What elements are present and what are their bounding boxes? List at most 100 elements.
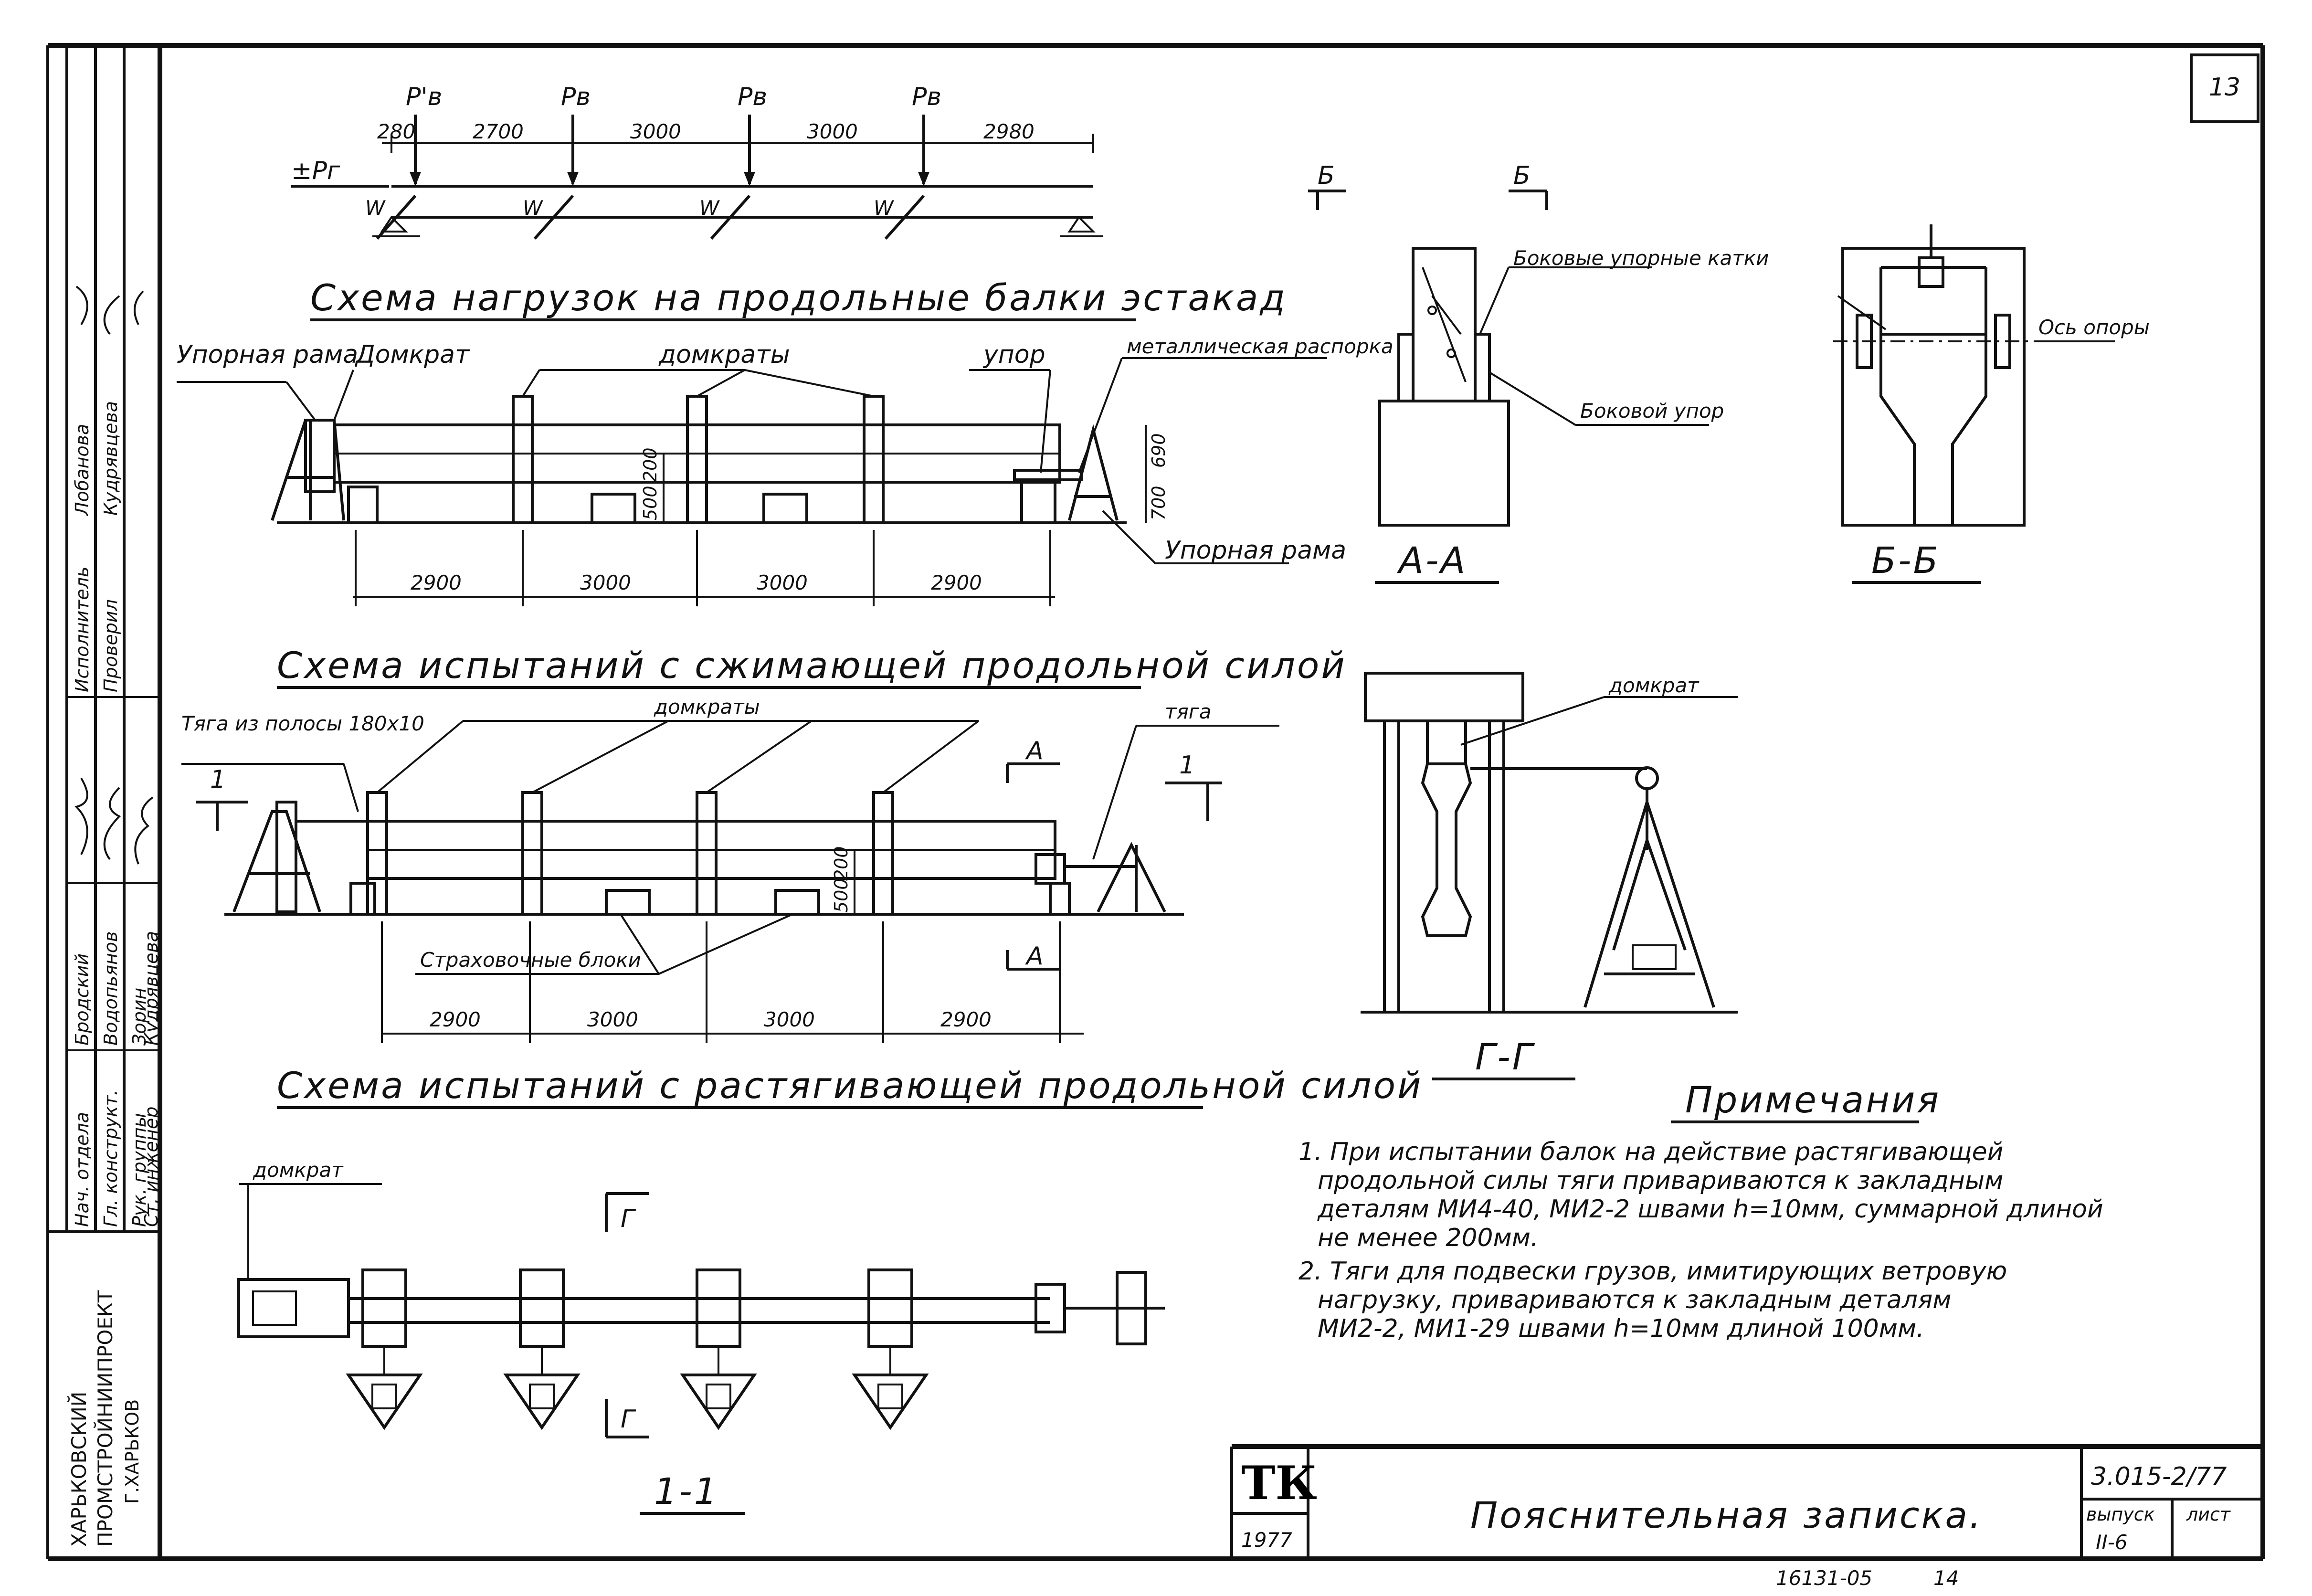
- notes-block: Примечания 1. При испытании балок на дей…: [1299, 1078, 2103, 1343]
- jack-1: [512, 395, 534, 524]
- gg-jack: [1426, 719, 1467, 765]
- role-head-dept: Нач. отдела: [72, 1112, 93, 1227]
- tension-jack-3: [696, 791, 718, 916]
- label-tension-jacks: домкраты: [654, 695, 760, 719]
- comp-span-2: 3000: [580, 571, 631, 594]
- tension-jack-2: [521, 791, 543, 916]
- note-line-4: не менее 200мм.: [1318, 1224, 1539, 1252]
- safety-block-2: [774, 889, 820, 916]
- compression-scheme: 200 500 690 700 2900 3000 3000 2900 Упор…: [177, 335, 1394, 689]
- compression-scheme-title: Схема испытаний с сжимающей продольной с…: [277, 644, 1347, 687]
- label-stop-frame-right: Упорная рама: [1165, 536, 1346, 565]
- height-200: 200: [640, 447, 661, 482]
- wind-label-1: W: [365, 196, 386, 220]
- comp-span-3: 3000: [757, 571, 808, 594]
- section-1-1: домкрат Г Г 1-1: [237, 1158, 1165, 1515]
- load-arrow-1: [410, 115, 421, 186]
- label-safety-blocks: Страховочные блоки: [420, 948, 641, 972]
- load-label-1: P'в: [406, 83, 442, 111]
- section-mark-g-bottom: Г: [621, 1405, 636, 1434]
- tens-span-2: 3000: [587, 1008, 638, 1031]
- span-label-1: 280: [377, 120, 415, 143]
- note-line-2: продольной силы тяги привариваются к зак…: [1318, 1166, 2003, 1195]
- sheet-number: 13: [2209, 73, 2240, 102]
- load-arrow-2: [567, 115, 579, 186]
- tension-jack-1: [366, 791, 388, 916]
- plan-jack: [237, 1278, 350, 1338]
- tension-height-500: 500: [831, 878, 852, 913]
- gg-weights: [1632, 944, 1677, 970]
- jack-2: [686, 395, 708, 524]
- height-700: 700: [1148, 486, 1169, 520]
- right-support: [1067, 215, 1096, 233]
- load-arrow-4: [918, 115, 929, 186]
- comp-span-4: 2900: [931, 571, 982, 594]
- tension-scheme-title: Схема испытаний с растягивающей продольн…: [277, 1064, 1423, 1107]
- notes-title: Примечания: [1685, 1078, 1941, 1121]
- plan-clamp-1: [346, 1268, 423, 1430]
- sheet-number-box: 13: [2190, 53, 2259, 123]
- note-line-5: 2. Тяги для подвески грузов, имитирующих…: [1299, 1257, 2007, 1286]
- role-group-head: Рук. группы: [129, 1113, 150, 1227]
- section-b-b: Ось опоры Б-Б: [1833, 224, 2150, 584]
- load-label-2: Pв: [561, 83, 591, 111]
- archive-number: 16131-05: [1776, 1566, 1872, 1590]
- tension-scheme: 200 500 2900 3000 3000 2900 1 1 А: [181, 695, 1423, 1109]
- name-executor: Лобанова: [72, 424, 93, 517]
- span-label-3: 3000: [630, 120, 681, 143]
- load-label-3: Pв: [738, 83, 767, 111]
- name-group-head: Зорин: [129, 988, 150, 1046]
- horizontal-load-label: ±Pг: [291, 157, 340, 185]
- span-label-2: 2700: [473, 120, 524, 143]
- section-mark-1-left: 1: [210, 765, 226, 794]
- issue-label: выпуск: [2086, 1504, 2155, 1525]
- document-code: 3.015-2/77: [2091, 1462, 2227, 1491]
- label-stop: упор: [982, 340, 1045, 369]
- height-500: 500: [640, 486, 661, 520]
- section-mark-g-top: Г: [621, 1205, 636, 1233]
- name-head-dept: Бродский: [72, 953, 93, 1046]
- note-line-7: МИ2-2, МИ1-29 швами h=10мм длиной 100мм.: [1318, 1314, 1924, 1343]
- aa-beam-section: [1412, 247, 1477, 402]
- load-arrow-3: [744, 115, 755, 186]
- section-mark-1-right: 1: [1179, 751, 1195, 780]
- tens-span-1: 2900: [430, 1008, 481, 1031]
- jack-3: [863, 395, 885, 524]
- wind-label-2: W: [523, 196, 543, 220]
- gg-beam-section: [1421, 762, 1472, 937]
- section-1-1-title: 1-1: [654, 1470, 719, 1512]
- org-name-line2: ПРОМСТРОЙНИИПРОЕКТ: [93, 1290, 117, 1547]
- span-label-5: 2980: [983, 120, 1035, 143]
- signatures-block-1: [74, 777, 154, 865]
- label-rod: Тяга из полосы 180х10: [181, 712, 424, 735]
- left-support: [380, 215, 408, 233]
- section-g-g-title: Г-Г: [1475, 1036, 1535, 1078]
- wind-label-3: W: [699, 196, 720, 220]
- plan-jack-label: домкрат: [253, 1158, 344, 1182]
- role-executor: Исполнитель: [72, 567, 93, 692]
- metal-strut: [1013, 469, 1083, 481]
- label-side-stop: Боковой упор: [1580, 399, 1724, 423]
- role-checker: Проверил: [100, 599, 121, 692]
- tens-span-3: 3000: [764, 1008, 815, 1031]
- section-mark-a-bottom: А: [1025, 942, 1044, 971]
- label-jacks: домкраты: [658, 340, 790, 369]
- section-a-a: Б Б Боковые упорные катки Боковой упор А…: [1308, 161, 1769, 584]
- load-scheme-title: Схема нагрузок на продольные балки эстак…: [310, 276, 1287, 319]
- section-mark-b-right: Б: [1513, 161, 1531, 190]
- role-senior-engineer: Ст. инженер: [141, 1107, 162, 1227]
- comp-span-1: 2900: [411, 571, 462, 594]
- wind-arrow-4: [884, 195, 925, 240]
- plan-clamp-3: [680, 1268, 757, 1430]
- tens-span-4: 2900: [940, 1008, 992, 1031]
- load-label-4: Pв: [912, 83, 941, 111]
- archive-page: 14: [1933, 1566, 1959, 1590]
- year: 1977: [1241, 1528, 1292, 1552]
- label-tension-rod: тяга: [1165, 700, 1212, 723]
- safety-block-1: [605, 889, 651, 916]
- issue-value: II-6: [2096, 1531, 2128, 1554]
- name-senior-engineer: Кудрявцева: [141, 931, 162, 1046]
- label-side-rollers: Боковые упорные катки: [1513, 246, 1769, 270]
- name-checker: Кудрявцева: [100, 401, 121, 516]
- height-690: 690: [1148, 433, 1169, 468]
